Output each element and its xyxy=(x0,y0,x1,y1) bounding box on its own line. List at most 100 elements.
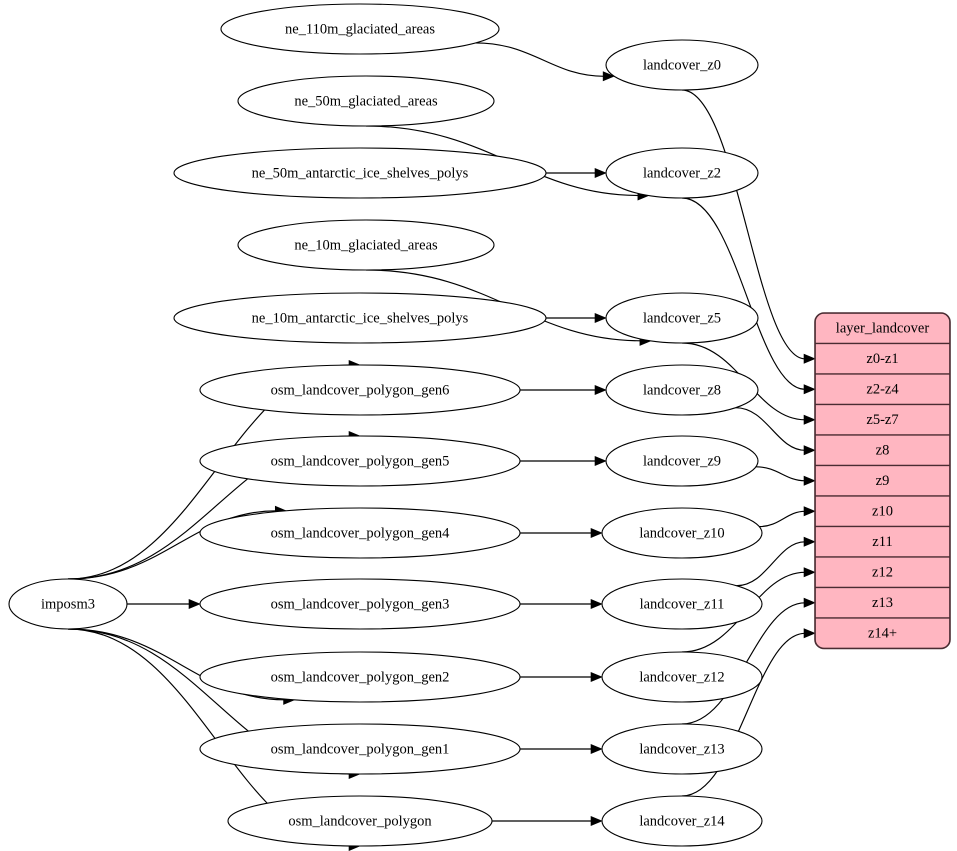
table-row-z8[interactable]: z8 xyxy=(815,434,950,467)
node-label: ne_50m_antarctic_ice_shelves_polys xyxy=(252,165,469,181)
node-label: ne_110m_glaciated_areas xyxy=(285,21,435,37)
node-landcover_z8[interactable]: landcover_z8 xyxy=(605,364,759,416)
node-landcover_z11[interactable]: landcover_z11 xyxy=(601,578,763,630)
edge-landcover_z2-to-layer_landcover-z2-z4 xyxy=(681,197,806,390)
node-label: osm_landcover_polygon_gen1 xyxy=(271,741,450,757)
table-outline xyxy=(814,312,951,650)
table-row-z10[interactable]: z10 xyxy=(815,495,950,528)
table-cell-label: z10 xyxy=(872,504,893,520)
arrow-head-icon xyxy=(803,414,816,425)
node-ne_50m_glaciated_areas[interactable]: ne_50m_glaciated_areas xyxy=(237,75,495,127)
table-row-z11[interactable]: z11 xyxy=(815,525,950,558)
node-landcover_z13[interactable]: landcover_z13 xyxy=(601,723,763,775)
node-label: osm_landcover_polygon_gen2 xyxy=(271,669,450,685)
table-cell-label: z5-z7 xyxy=(866,412,898,428)
node-landcover_z10[interactable]: landcover_z10 xyxy=(601,507,763,559)
arrow-head-icon xyxy=(803,628,816,639)
arrow-head-icon xyxy=(803,475,816,486)
table-cell-label: z14+ xyxy=(868,626,897,642)
node-label: ne_10m_glaciated_areas xyxy=(294,237,438,253)
arrow-head-icon xyxy=(594,384,607,396)
edge-landcover_z10-to-layer_landcover-z10 xyxy=(759,510,806,528)
table-cell-label: z13 xyxy=(872,595,893,611)
arrow-head-icon xyxy=(803,445,816,456)
node-osm_landcover_polygon_gen3[interactable]: osm_landcover_polygon_gen3 xyxy=(199,578,521,630)
edge-landcover_z14-to-layer_landcover-z14- xyxy=(681,632,806,797)
node-label: osm_landcover_polygon_gen3 xyxy=(271,596,450,612)
layer-landcover-table: layer_landcover z0-z1 z2-z4 z5-z7 z8 z9 z10 z11… xyxy=(814,312,951,650)
node-label: landcover_z2 xyxy=(643,165,721,181)
arrow-head-icon xyxy=(590,815,603,827)
node-osm_landcover_polygon[interactable]: osm_landcover_polygon xyxy=(227,795,493,847)
edge-landcover_z9-to-layer_landcover-z9 xyxy=(755,466,806,482)
arrow-head-icon xyxy=(803,384,816,395)
arrow-head-icon xyxy=(590,671,603,683)
node-osm_landcover_polygon_gen5[interactable]: osm_landcover_polygon_gen5 xyxy=(199,435,521,487)
node-label: landcover_z5 xyxy=(643,310,721,326)
arrow-head-icon xyxy=(594,312,607,324)
node-label: ne_10m_antarctic_ice_shelves_polys xyxy=(252,310,469,326)
table-cell-label: z11 xyxy=(872,534,892,550)
arrow-head-icon xyxy=(803,567,816,578)
edge-landcover_z8-to-layer_landcover-z8 xyxy=(735,407,806,451)
node-landcover_z9[interactable]: landcover_z9 xyxy=(605,435,759,487)
node-ne_50m_antarctic_ice_shelves_polys[interactable]: ne_50m_antarctic_ice_shelves_polys xyxy=(173,147,547,199)
arrow-head-icon xyxy=(803,597,816,608)
table-row-z0-z1[interactable]: z0-z1 xyxy=(815,342,950,375)
node-osm_landcover_polygon_gen1[interactable]: osm_landcover_polygon_gen1 xyxy=(199,723,521,775)
arrow-head-icon xyxy=(602,71,615,82)
node-ne_110m_glaciated_areas[interactable]: ne_110m_glaciated_areas xyxy=(220,3,500,55)
table-cell-label: z8 xyxy=(876,443,890,459)
table-header-layer-landcover: layer_landcover xyxy=(815,313,950,345)
edge-ne_110m_glaciated_areas-to-landcover_z0 xyxy=(475,42,605,77)
table-cell-label: z0-z1 xyxy=(866,351,898,367)
node-label: osm_landcover_polygon_gen5 xyxy=(271,453,450,469)
table-row-z9[interactable]: z9 xyxy=(815,464,950,497)
node-osm_landcover_polygon_gen2[interactable]: osm_landcover_polygon_gen2 xyxy=(199,651,521,703)
table-cell-label: z12 xyxy=(872,565,893,581)
node-label: landcover_z13 xyxy=(639,741,724,757)
edge-landcover_z11-to-layer_landcover-z11 xyxy=(736,541,806,587)
arrow-head-icon xyxy=(188,598,201,610)
table-cell-label: layer_landcover xyxy=(836,321,930,337)
arrow-head-icon xyxy=(803,353,816,364)
node-label: landcover_z12 xyxy=(639,669,724,685)
node-landcover_z14[interactable]: landcover_z14 xyxy=(601,795,763,847)
node-imposm3[interactable]: imposm3 xyxy=(8,578,128,630)
node-label: osm_landcover_polygon_gen4 xyxy=(271,525,451,541)
arrow-head-icon xyxy=(590,598,603,610)
node-landcover_z2[interactable]: landcover_z2 xyxy=(605,147,759,199)
node-label: landcover_z11 xyxy=(640,596,725,612)
node-label: landcover_z8 xyxy=(643,382,721,398)
node-ne_10m_antarctic_ice_shelves_polys[interactable]: ne_10m_antarctic_ice_shelves_polys xyxy=(173,292,547,344)
node-label: osm_landcover_polygon xyxy=(288,813,432,829)
node-label: landcover_z0 xyxy=(643,57,721,73)
edge-imposm3-to-osm_landcover_polygon_gen4 xyxy=(67,510,277,580)
node-landcover_z0[interactable]: landcover_z0 xyxy=(605,39,759,91)
table-cells: layer_landcover z0-z1 z2-z4 z5-z7 z8 z9 z10 z11… xyxy=(815,313,950,649)
table-cell-label: z2-z4 xyxy=(866,382,899,398)
table-row-z14plus[interactable]: z14+ xyxy=(815,617,950,649)
node-label: landcover_z10 xyxy=(639,525,724,541)
arrow-head-icon xyxy=(803,536,816,547)
arrow-head-icon xyxy=(594,455,607,467)
table-row-z12[interactable]: z12 xyxy=(815,556,950,589)
arrow-head-icon xyxy=(590,527,603,539)
node-label: landcover_z9 xyxy=(643,453,721,469)
arrow-head-icon xyxy=(803,506,816,517)
node-label: osm_landcover_polygon_gen6 xyxy=(271,382,450,398)
node-label: imposm3 xyxy=(41,596,95,612)
nodes-layer: imposm3 ne_110m_glaciated_areas ne_50m_gla… xyxy=(8,3,763,847)
table-cell-label: z9 xyxy=(876,473,890,489)
node-landcover_z12[interactable]: landcover_z12 xyxy=(601,651,763,703)
table-row-z5-z7[interactable]: z5-z7 xyxy=(815,403,950,436)
node-landcover_z5[interactable]: landcover_z5 xyxy=(605,292,759,344)
node-label: ne_50m_glaciated_areas xyxy=(294,93,438,109)
node-osm_landcover_polygon_gen4[interactable]: osm_landcover_polygon_gen4 xyxy=(199,507,521,559)
table-row-z2-z4[interactable]: z2-z4 xyxy=(815,373,950,406)
node-osm_landcover_polygon_gen6[interactable]: osm_landcover_polygon_gen6 xyxy=(199,364,521,416)
table-row-z13[interactable]: z13 xyxy=(815,586,950,619)
node-ne_10m_glaciated_areas[interactable]: ne_10m_glaciated_areas xyxy=(237,219,495,271)
